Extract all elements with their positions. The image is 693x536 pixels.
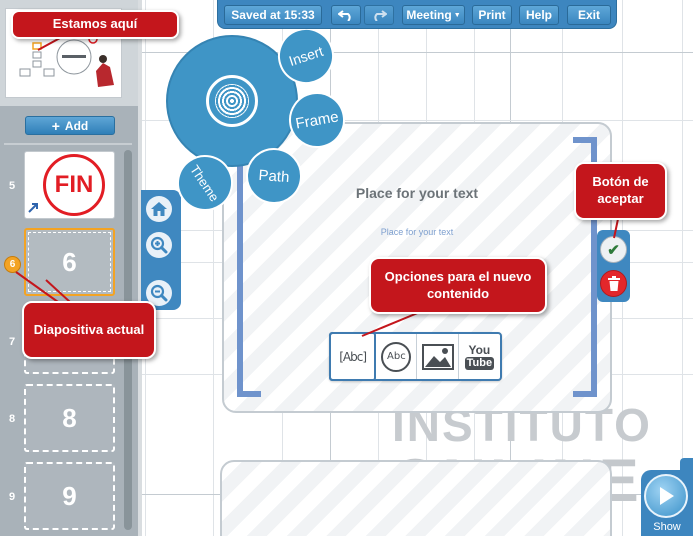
slide-number: 9 bbox=[9, 491, 16, 503]
prezi-logo-icon bbox=[206, 75, 258, 127]
help-button[interactable]: Help bbox=[519, 5, 559, 25]
text-circle-button[interactable]: Abc bbox=[376, 334, 418, 379]
accept-button[interactable]: ✔ bbox=[600, 236, 627, 263]
insert-image-button[interactable] bbox=[417, 334, 459, 379]
top-toolbar: Saved at 15:33 Meeting ▼ Print Help Exit bbox=[217, 0, 617, 29]
callout-accept: Botón de aceptar bbox=[574, 162, 667, 220]
slide-thumb-9[interactable]: 9 bbox=[24, 462, 115, 530]
zoom-in-icon bbox=[150, 236, 168, 254]
sidebar-divider bbox=[4, 143, 132, 145]
insert-youtube-button[interactable]: You Tube bbox=[459, 334, 500, 379]
saved-status-button[interactable]: Saved at 15:33 bbox=[224, 5, 322, 25]
slide-thumb-5[interactable]: FIN bbox=[24, 151, 115, 219]
slide-thumb-8[interactable]: 8 bbox=[24, 384, 115, 452]
redo-icon bbox=[374, 10, 387, 21]
text-frame-icon: [Abc] bbox=[339, 349, 367, 364]
meeting-label: Meeting bbox=[406, 8, 452, 22]
fin-logo: FIN bbox=[43, 154, 105, 216]
callout-current-slide: Diapositiva actual bbox=[22, 301, 156, 359]
exit-button[interactable]: Exit bbox=[567, 5, 611, 25]
slide-thumb-6[interactable]: 6 bbox=[24, 228, 115, 296]
slide-sidebar: + Add 5 FIN 6 6 7 7 8 8 9 9 bbox=[0, 0, 140, 536]
bracket-frame-right bbox=[573, 137, 597, 397]
zoom-in-button[interactable] bbox=[146, 232, 172, 258]
print-button[interactable]: Print bbox=[472, 5, 512, 25]
slide-number: 8 bbox=[9, 413, 16, 425]
sidebar-edge bbox=[138, 0, 142, 536]
undo-icon bbox=[338, 10, 351, 21]
youtube-icon: You Tube bbox=[464, 342, 495, 370]
text-frame-button[interactable]: [Abc] bbox=[329, 332, 377, 381]
title-placeholder[interactable]: Place for your text bbox=[355, 185, 479, 201]
body-placeholder[interactable]: Place for your text bbox=[380, 227, 454, 237]
undo-button[interactable] bbox=[331, 5, 361, 25]
current-slide-badge: 6 bbox=[4, 256, 21, 273]
next-slide-frame[interactable] bbox=[220, 460, 612, 536]
text-circle-icon: Abc bbox=[381, 341, 412, 372]
show-label: Show bbox=[653, 521, 681, 533]
path-arrow-icon bbox=[28, 203, 38, 213]
delete-button[interactable] bbox=[600, 270, 627, 297]
add-label: Add bbox=[64, 118, 89, 133]
zoom-out-button[interactable] bbox=[146, 280, 172, 306]
callout-here: Estamos aquí bbox=[11, 10, 179, 39]
callout-new-content: Opciones para el nuevo contenido bbox=[369, 257, 547, 314]
trash-icon bbox=[607, 275, 620, 291]
zoom-out-icon bbox=[150, 284, 168, 302]
play-icon bbox=[660, 487, 674, 505]
slide-number: 5 bbox=[9, 180, 16, 192]
caret-down-icon: ▼ bbox=[453, 11, 461, 19]
meeting-dropdown[interactable]: Meeting ▼ bbox=[402, 5, 465, 25]
show-button[interactable] bbox=[644, 474, 688, 518]
content-options-toolbar: [Abc] Abc You Tube bbox=[329, 332, 502, 381]
add-slide-button[interactable]: + Add bbox=[25, 116, 115, 135]
slide-number: 7 bbox=[9, 336, 16, 348]
image-icon bbox=[421, 343, 454, 370]
home-button[interactable] bbox=[146, 196, 172, 222]
checkmark-icon: ✔ bbox=[607, 241, 620, 259]
redo-button[interactable] bbox=[364, 5, 394, 25]
plus-icon: + bbox=[51, 117, 60, 134]
home-icon bbox=[151, 202, 167, 216]
